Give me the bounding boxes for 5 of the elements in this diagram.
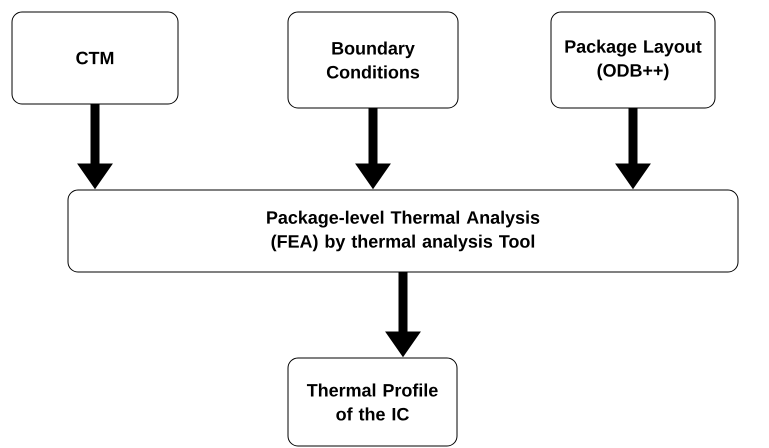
process-box: Boundary Conditions [288,12,458,108]
process-box: Package-level Thermal Analysis (FEA) by thermal analysis Tool [68,190,738,272]
process-box: CTM [12,12,178,104]
process-box: Thermal Profile of the IC [288,358,458,446]
process-box: Package Layout (ODB++) [550,12,716,108]
